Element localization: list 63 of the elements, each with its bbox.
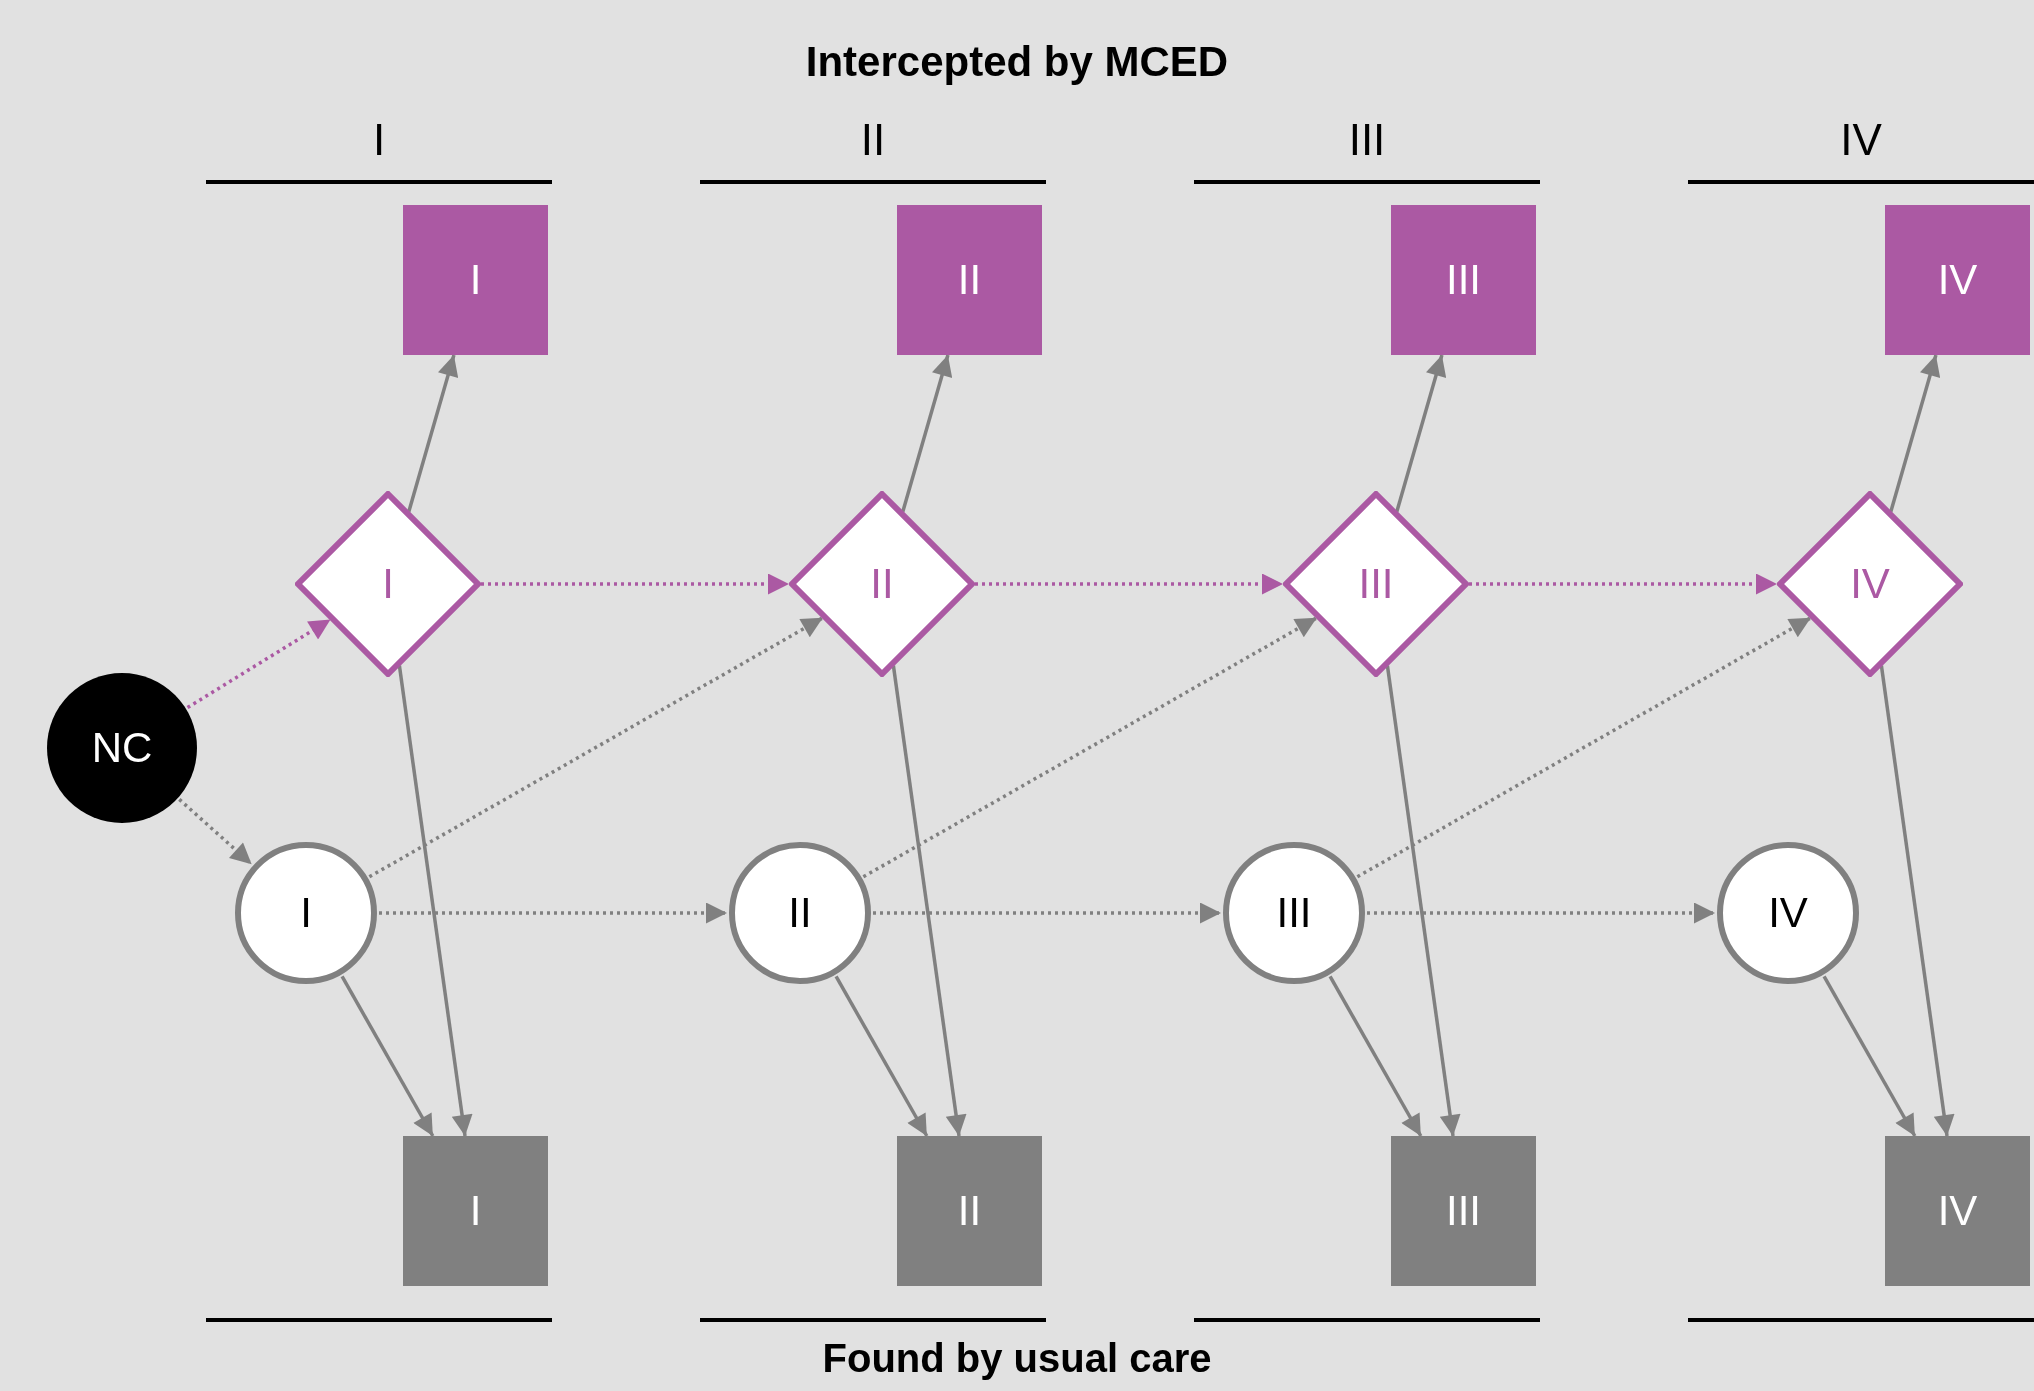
stage-box [1391,205,1536,355]
arrow [1879,665,1955,1137]
arrow [397,665,473,1137]
decision-diamond [295,491,481,677]
stage-circle [729,842,871,984]
stage-label: I [382,563,394,605]
column-heading: III [1347,115,1387,165]
arrow [1395,354,1447,513]
stage-label: I [469,1190,482,1232]
stage-label: IV [1768,892,1808,934]
column-heading: I [371,115,387,165]
stage-box [403,1136,548,1286]
arrow [1328,975,1423,1137]
arrow [1356,616,1812,879]
stage-label: IV [1937,259,1978,301]
column-heading: II [859,115,887,165]
decision-diamond [1283,491,1469,677]
arrow [862,616,1318,879]
stage-circle [1717,842,1859,984]
arrow [1385,665,1461,1137]
stage-box [897,1136,1042,1286]
arrow [481,573,789,595]
start-circle [47,673,197,823]
stage-label: III [1276,892,1312,934]
stage-label: II [957,1190,982,1232]
stage-box [1885,1136,2030,1286]
column-heading: IV [1839,115,1883,165]
arrow [1469,573,1777,595]
arrow [1822,975,1917,1137]
stage-label: NC [91,727,153,769]
stage-circle [1223,842,1365,984]
arrow [178,798,253,866]
stage-label: III [1446,1190,1481,1232]
stage-label: IV [1850,563,1890,605]
stage-box [1885,205,2030,355]
stage-box [403,205,548,355]
arrow [1367,902,1715,924]
stage-label: I [469,259,482,301]
stage-box [897,205,1042,355]
arrow [901,354,953,513]
arrow [834,975,929,1137]
arrow [873,902,1221,924]
stage-label: II [957,259,982,301]
arrow [1889,354,1941,513]
arrow [186,617,332,710]
stage-label: III [1446,259,1481,301]
stage-label: IV [1937,1190,1978,1232]
stage-label: II [870,563,894,605]
stage-circle [235,842,377,984]
stage-label: I [300,892,312,934]
arrow [975,573,1283,595]
diagram-title: Intercepted by MCED [804,38,1230,86]
decision-diamond [789,491,975,677]
arrow [407,354,459,513]
arrow [891,665,967,1137]
diagram-caption: Found by usual care [821,1336,1213,1381]
arrow [379,902,727,924]
stage-box [1391,1136,1536,1286]
arrow [340,975,435,1137]
stage-label: III [1358,563,1394,605]
decision-diamond [1777,491,1963,677]
arrow [368,616,824,879]
stage-label: II [788,892,812,934]
